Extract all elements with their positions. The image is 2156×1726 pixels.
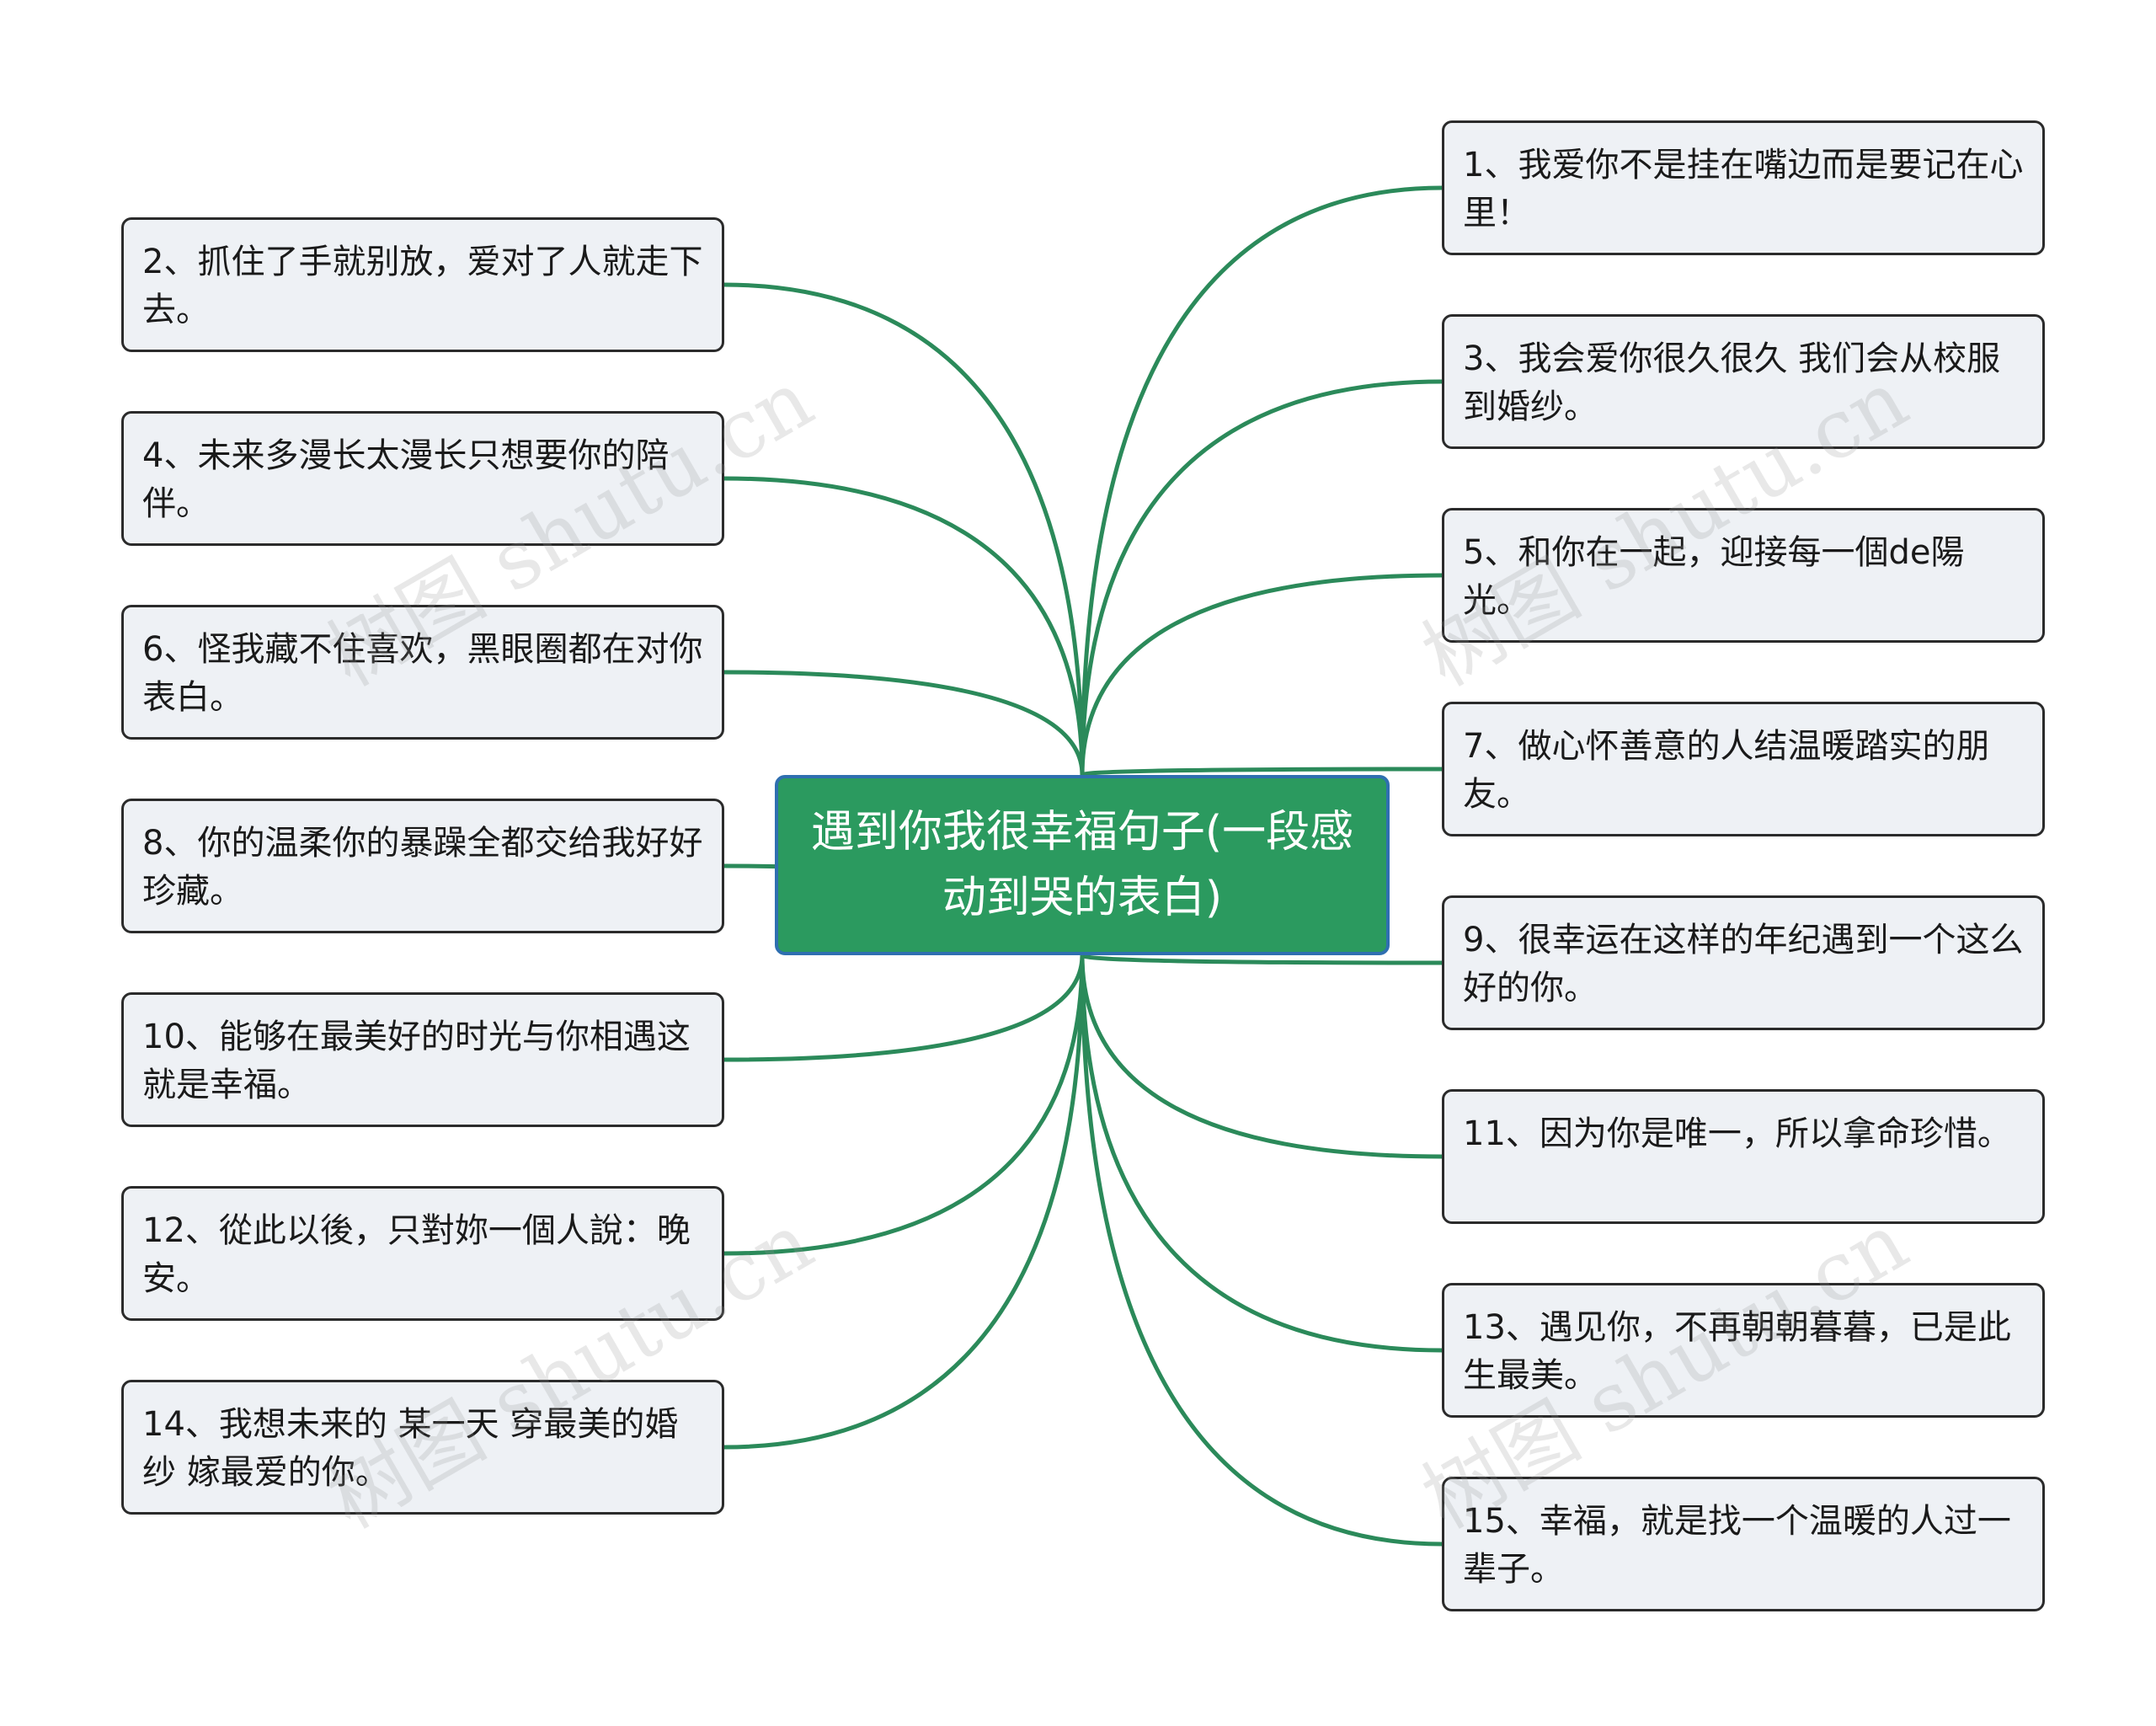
left-branch-node-7[interactable]: 14、我想未来的 某一天 穿最美的婚纱 嫁最爱的你。 — [121, 1380, 724, 1515]
connector-left-1 — [723, 282, 1085, 776]
right-branch-text: 9、很幸运在这样的年纪遇到一个这么好的你。 — [1463, 921, 2024, 1007]
right-branch-text: 11、因为你是唯一，所以拿命珍惜。 — [1463, 1114, 2011, 1153]
connector-right-4 — [1080, 767, 1443, 778]
right-branch-node-6[interactable]: 11、因为你是唯一，所以拿命珍惜。 — [1442, 1089, 2045, 1224]
left-branch-node-1[interactable]: 2、抓住了手就别放，爱对了人就走下去。 — [121, 217, 724, 352]
connector-right-6 — [1080, 954, 1443, 1159]
connector-left-6 — [723, 954, 1085, 1256]
right-branch-node-4[interactable]: 7、做心怀善意的人结温暖踏实的朋友。 — [1442, 702, 2045, 836]
connector-left-2 — [723, 476, 1085, 776]
left-branch-text: 14、我想未来的 某一天 穿最美的婚纱 嫁最爱的你。 — [142, 1405, 679, 1492]
right-branch-text: 5、和你在一起，迎接每一個de陽光。 — [1463, 533, 1965, 620]
right-branch-node-1[interactable]: 1、我爱你不是挂在嘴边而是要记在心里！ — [1442, 120, 2045, 255]
connector-left-5 — [723, 954, 1085, 1062]
left-branch-text: 8、你的温柔你的暴躁全都交给我好好珍藏。 — [142, 824, 703, 911]
left-branch-node-4[interactable]: 8、你的温柔你的暴躁全都交给我好好珍藏。 — [121, 799, 724, 933]
right-branch-node-7[interactable]: 13、遇见你，不再朝朝暮暮，已是此生最美。 — [1442, 1283, 2045, 1418]
left-branch-node-3[interactable]: 6、怪我藏不住喜欢，黑眼圈都在对你表白。 — [121, 605, 724, 740]
left-branch-text: 12、從此以後，只對妳一個人說：晚安。 — [142, 1211, 691, 1298]
left-branch-text: 2、抓住了手就别放，爱对了人就走下去。 — [142, 243, 703, 329]
right-branch-text: 7、做心怀善意的人结温暖踏实的朋友。 — [1463, 727, 1990, 814]
right-branch-node-8[interactable]: 15、幸福，就是找一个温暖的人过一辈子。 — [1442, 1477, 2045, 1611]
left-branch-text: 6、怪我藏不住喜欢，黑眼圈都在对你表白。 — [142, 630, 703, 717]
right-branch-text: 15、幸福，就是找一个温暖的人过一辈子。 — [1463, 1502, 2011, 1589]
left-branch-text: 10、能够在最美好的时光与你相遇这就是幸福。 — [142, 1018, 691, 1104]
right-branch-text: 3、我会爱你很久很久 我们会从校服到婚纱。 — [1463, 339, 2001, 426]
connector-right-8 — [1080, 954, 1443, 1547]
connector-left-3 — [723, 670, 1085, 776]
connector-right-3 — [1080, 573, 1443, 776]
left-branch-node-5[interactable]: 10、能够在最美好的时光与你相遇这就是幸福。 — [121, 992, 724, 1127]
right-branch-node-3[interactable]: 5、和你在一起，迎接每一個de陽光。 — [1442, 508, 2045, 643]
right-branch-node-2[interactable]: 3、我会爱你很久很久 我们会从校服到婚纱。 — [1442, 314, 2045, 449]
connector-left-7 — [723, 954, 1085, 1450]
connector-right-2 — [1080, 379, 1443, 776]
connector-right-7 — [1080, 954, 1443, 1353]
root-title: 遇到你我很幸福句子(一段感动到哭的表白) — [810, 807, 1354, 923]
left-branch-node-6[interactable]: 12、從此以後，只對妳一個人說：晚安。 — [121, 1186, 724, 1321]
connector-right-5 — [1080, 953, 1443, 965]
left-branch-text: 4、未来多漫长太漫长只想要你的陪伴。 — [142, 436, 670, 523]
connector-right-1 — [1080, 185, 1443, 776]
right-branch-text: 13、遇见你，不再朝朝暮暮，已是此生最美。 — [1463, 1308, 2011, 1395]
root-node[interactable]: 遇到你我很幸福句子(一段感动到哭的表白) — [775, 775, 1390, 955]
right-branch-node-5[interactable]: 9、很幸运在这样的年纪遇到一个这么好的你。 — [1442, 895, 2045, 1030]
left-branch-node-2[interactable]: 4、未来多漫长太漫长只想要你的陪伴。 — [121, 411, 724, 546]
right-branch-text: 1、我爱你不是挂在嘴边而是要记在心里！ — [1463, 146, 2024, 232]
